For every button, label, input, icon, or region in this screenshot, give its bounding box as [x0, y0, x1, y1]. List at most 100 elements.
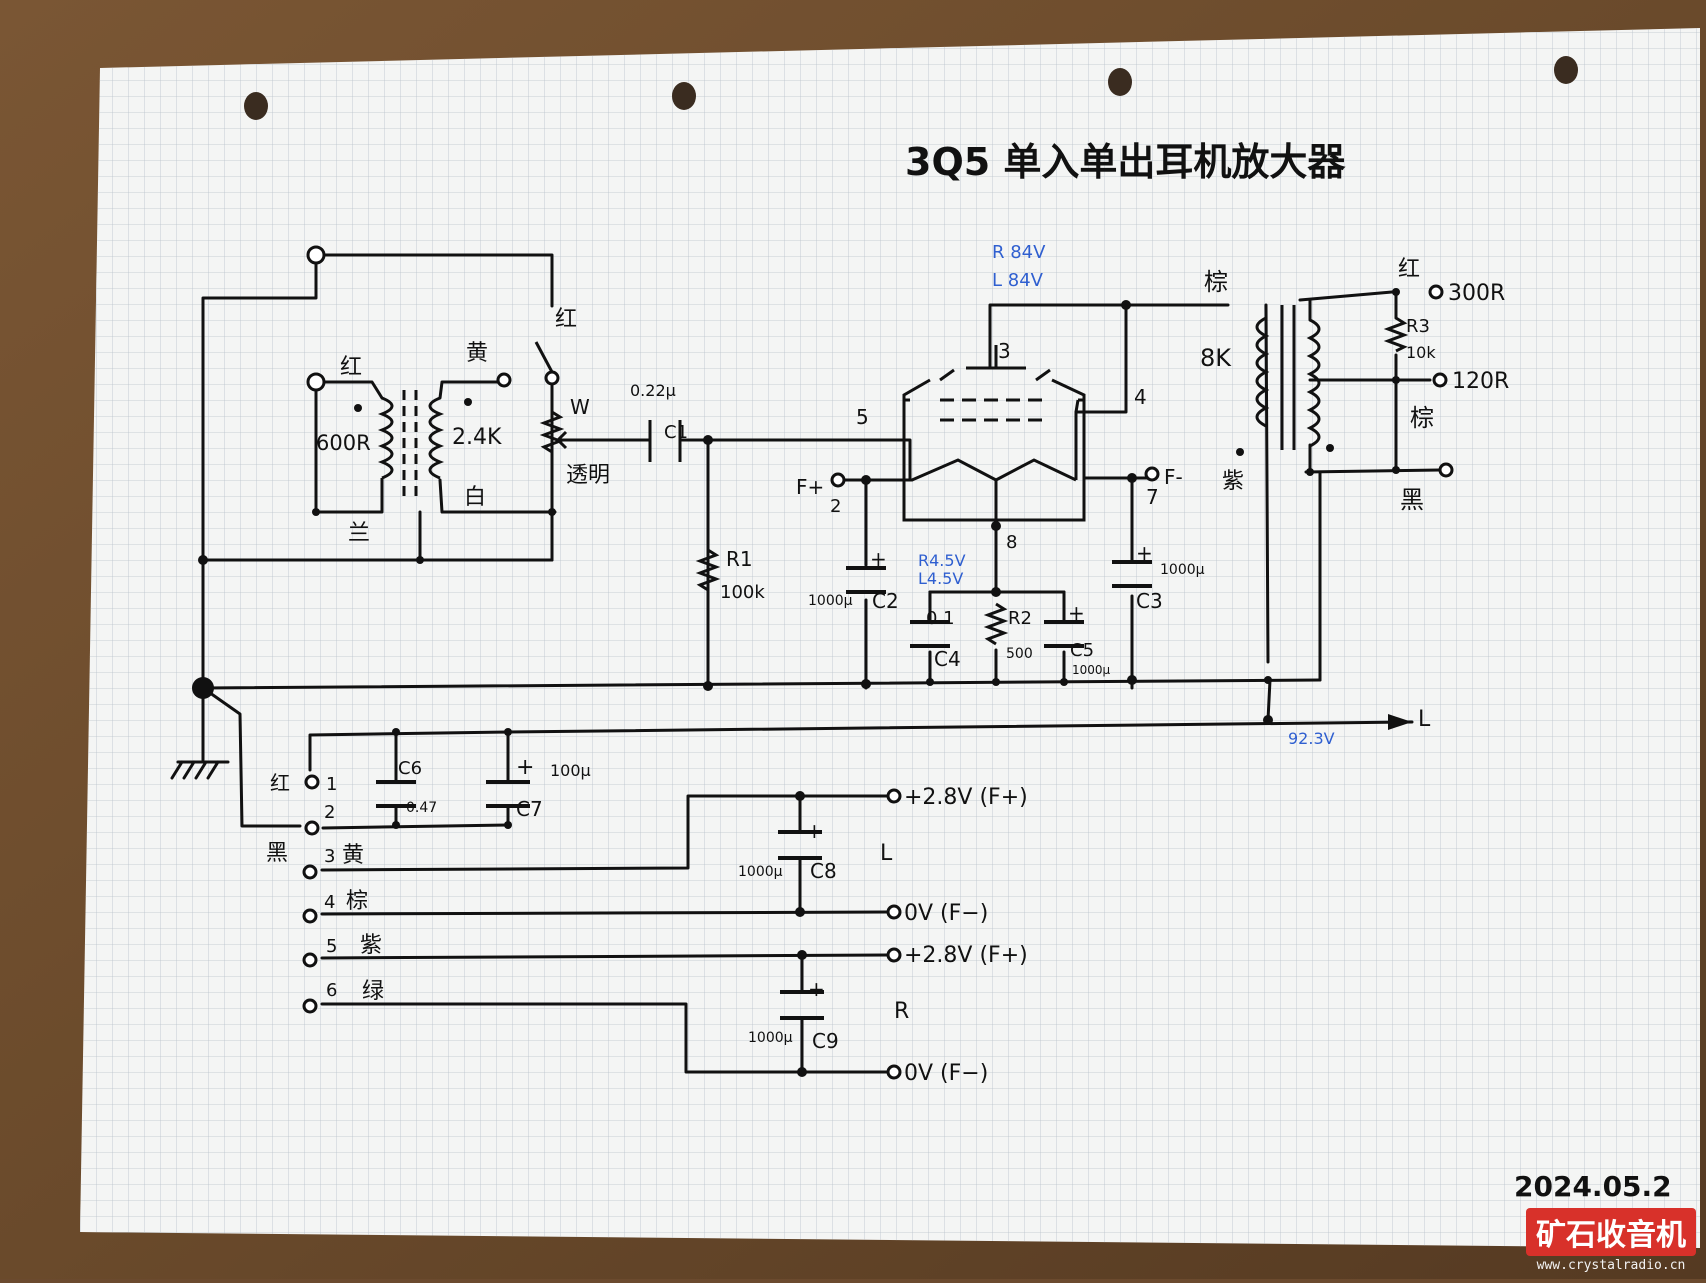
c9-plus: +: [808, 977, 825, 1001]
date-label: 2024.05.2: [1514, 1170, 1672, 1203]
r2-name: R2: [1008, 608, 1032, 629]
page-title: 3Q5 单入单出耳机放大器: [905, 140, 1346, 184]
c2-value: 1000μ: [808, 593, 853, 609]
input-primary-blue-label: 兰: [348, 521, 370, 546]
output-tap-120: 120R: [1452, 369, 1509, 394]
watermark-name: 矿石收音机: [1526, 1208, 1696, 1256]
input-jacks: [306, 245, 560, 392]
conn-2-color: 黑: [266, 841, 288, 866]
b-plus-arrow: [1388, 714, 1412, 730]
c2-plus: +: [870, 547, 887, 571]
c5-value: 1000μ: [1072, 663, 1111, 677]
output-tap-300: 300R: [1448, 281, 1505, 306]
input-secondary-white-label: 白: [464, 485, 486, 510]
conn-4-num: 4: [324, 892, 335, 913]
input-primary-impedance: 600R: [316, 431, 371, 455]
b-plus-voltage: 92.3V: [1288, 729, 1335, 748]
c8-capacitor: [778, 830, 822, 860]
tube-pin-4: 4: [1134, 385, 1147, 409]
c1-name: C1: [664, 422, 688, 443]
input-secondary-dot: [464, 398, 472, 406]
c5-capacitor: [1044, 620, 1084, 648]
input-primary-dot: [354, 404, 362, 412]
tube-pin-2: 2: [830, 496, 841, 517]
input-secondary-yellow-label: 黄: [466, 341, 488, 366]
c4-capacitor: [910, 620, 950, 648]
output-primary-impedance: 8K: [1200, 344, 1232, 372]
c8-name: C8: [810, 859, 837, 883]
c9-value: 1000μ: [748, 1030, 793, 1046]
c3-plus: +: [1136, 541, 1153, 565]
conn-5-num: 5: [326, 936, 337, 957]
c9-capacitor: [780, 990, 824, 1020]
out-3-label: +2.8V (F+): [904, 943, 1028, 968]
c1-value: 0.22μ: [630, 381, 676, 400]
input-transformer: [377, 390, 445, 512]
input-red-wire-label: 红: [555, 307, 577, 332]
out-r-label: R: [894, 999, 909, 1024]
output-primary-brown-label: 棕: [1204, 268, 1228, 296]
f-plus-label: F+: [796, 475, 824, 499]
output-secondary-dot: [1326, 444, 1334, 452]
out-1-label: +2.8V (F+): [904, 785, 1028, 810]
conn-6-color: 绿: [362, 979, 384, 1004]
r1-resistor: [695, 548, 721, 592]
b-plus-arrow-label: L: [1418, 707, 1431, 732]
conn-6-num: 6: [326, 980, 337, 1001]
f-minus-label: F-: [1164, 465, 1183, 489]
c7-name: C7: [516, 797, 543, 821]
c2-capacitor: [846, 566, 886, 594]
tube-pin-8: 8: [1006, 532, 1017, 553]
tube-pin-5: 5: [856, 405, 869, 429]
input-switch: [534, 341, 554, 373]
r2-resistor: [983, 602, 1009, 646]
paper-grid: [80, 28, 1700, 1248]
pot-name: W: [570, 395, 590, 419]
out-l-label: L: [880, 841, 893, 866]
c6-capacitor: [376, 780, 416, 808]
conn-3-num: 3: [324, 846, 335, 867]
r1-value: 100k: [720, 582, 765, 603]
r3-resistor: [1383, 316, 1409, 353]
c9-name: C9: [812, 1029, 839, 1053]
r2-value: 500: [1006, 646, 1033, 662]
r1-name: R1: [726, 547, 753, 571]
input-secondary-impedance: 2.4K: [452, 425, 502, 450]
conn-3-color: 黄: [342, 843, 364, 868]
output-primary-purple-label: 紫: [1222, 469, 1244, 494]
conn-5-color: 紫: [360, 933, 382, 958]
junction-dots: [192, 288, 1400, 1077]
c3-capacitor: [1112, 560, 1152, 588]
plate-voltage-r: R 84V: [992, 242, 1046, 263]
input-primary-red-label: 红: [340, 355, 362, 380]
output-sec-brown-label: 棕: [1410, 404, 1434, 432]
c4-value: 0.1: [926, 608, 955, 629]
c1-capacitor: [648, 420, 682, 462]
c8-value: 1000μ: [738, 864, 783, 880]
c7-capacitor: [486, 780, 530, 808]
c7-value: 100μ: [550, 761, 591, 780]
output-sec-black-label: 黑: [1400, 486, 1424, 514]
potentiometer-w: [539, 410, 576, 454]
c4-name: C4: [934, 647, 961, 671]
c5-name: C5: [1070, 640, 1094, 661]
c8-plus: +: [806, 819, 823, 843]
plate-voltage-l: L 84V: [992, 270, 1044, 291]
terminals: [302, 284, 1454, 1080]
conn-1-color: 红: [270, 771, 290, 795]
c7-plus: +: [516, 755, 534, 780]
watermark: 矿石收音机 www.crystalradio.cn: [1526, 1208, 1696, 1273]
c6-value: 0.47: [406, 800, 437, 816]
c3-name: C3: [1136, 589, 1163, 613]
c2-name: C2: [872, 589, 899, 613]
tube-pin-7: 7: [1146, 485, 1159, 509]
out-2-label: 0V (F−): [904, 901, 988, 926]
punch-holes: [244, 56, 1578, 120]
conn-2-num: 2: [324, 802, 335, 823]
conn-1-num: 1: [326, 774, 337, 795]
r3-name: R3: [1406, 316, 1430, 337]
cathode-voltage-l: L4.5V: [918, 569, 963, 588]
out-4-label: 0V (F−): [904, 1061, 988, 1086]
